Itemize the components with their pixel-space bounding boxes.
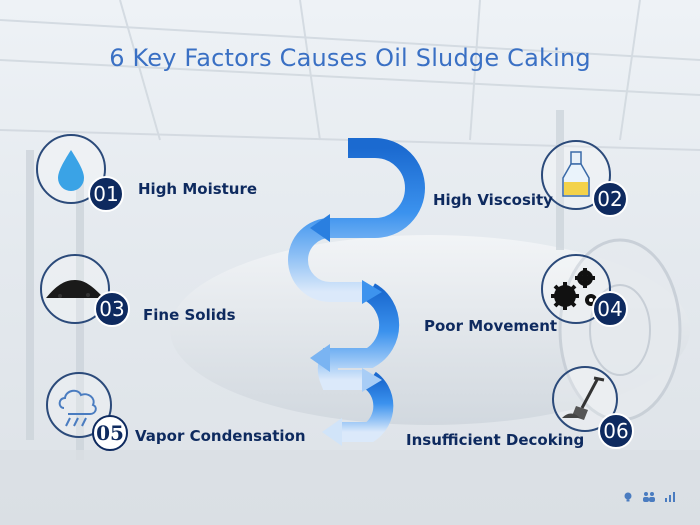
oil-bottle-icon [562, 151, 590, 197]
water-drop-icon [58, 150, 84, 191]
factor-06-label: Insufficient Decoking [406, 431, 585, 449]
gears-icon [551, 268, 597, 310]
factor-05-label: Vapor Condensation [135, 427, 306, 445]
serpentine-flow-arrow [288, 138, 425, 446]
factor-06-number: 06 [598, 413, 634, 449]
page-title: 6 Key Factors Causes Oil Sludge Caking [109, 44, 591, 72]
footer-icon-group [622, 491, 676, 503]
shovel-icon [562, 376, 605, 420]
factor-02-label: High Viscosity [433, 191, 553, 209]
people-icon [643, 492, 655, 502]
vapor-cloud-icon [58, 389, 97, 427]
factor-04-number: 04 [592, 291, 628, 327]
factor-02-number: 02 [592, 181, 628, 217]
factor-05-number: 05 [92, 415, 128, 451]
lightbulb-icon [624, 492, 632, 502]
factor-03-label: Fine Solids [143, 306, 236, 324]
bar-chart-icon [665, 492, 675, 502]
sludge-pile-icon [46, 280, 104, 298]
factor-01-label: High Moisture [138, 180, 258, 198]
factor-06-icon-circle [552, 366, 618, 432]
factor-03-number: 03 [94, 291, 130, 327]
factor-04-label: Poor Movement [424, 317, 558, 335]
factor-01-number: 01 [88, 176, 124, 212]
factor-03-icon-circle [40, 254, 110, 324]
factor-04-icon-circle [541, 254, 611, 324]
